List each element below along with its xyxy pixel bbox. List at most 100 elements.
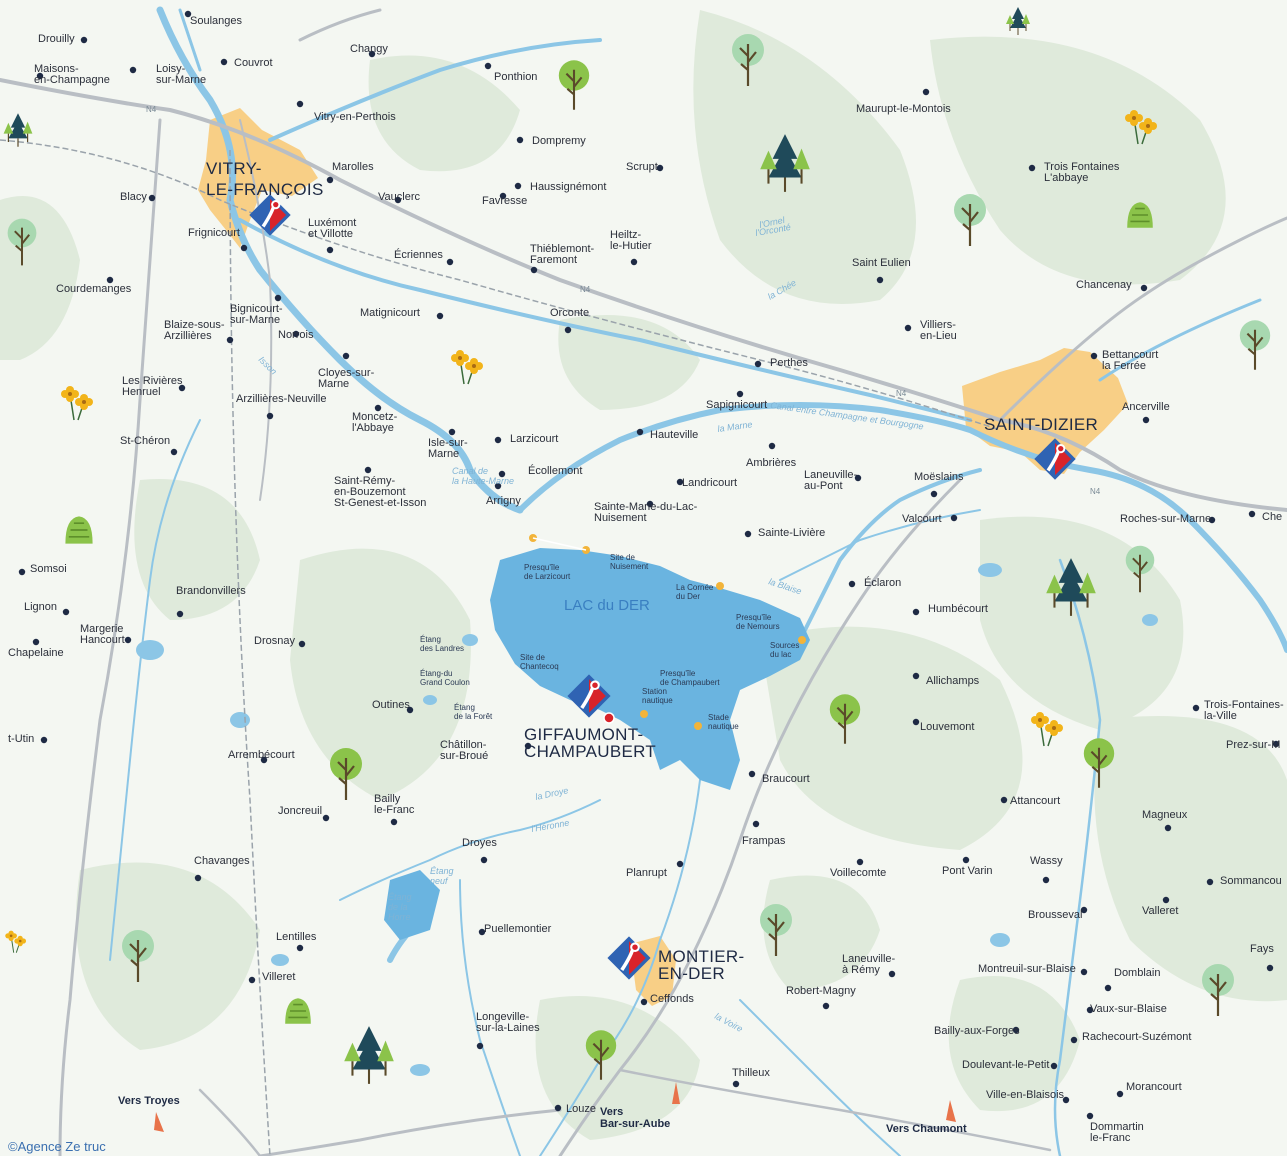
town-dot-frampas[interactable] [752,820,760,828]
town-dot-longeville[interactable] [476,1042,484,1050]
town-dot-thieblemont[interactable] [530,266,538,274]
town-dot-ecriennes[interactable] [446,258,454,266]
town-dot-valleret[interactable] [1162,896,1170,904]
town-dot-couvrot[interactable] [220,58,228,66]
town-dot-ceffonds[interactable] [640,998,648,1006]
town-dot-rachecourt[interactable] [1070,1036,1078,1044]
town-dot-cloyes[interactable] [342,352,350,360]
town-dot-thilleux[interactable] [732,1080,740,1088]
town-dot-matignicourt[interactable] [436,312,444,320]
town-dot-vaux[interactable] [1086,1006,1094,1014]
town-dot-chavanges[interactable] [194,874,202,882]
town-dot-humbecourt[interactable] [912,608,920,616]
town-dot-valcourt[interactable] [950,514,958,522]
town-dot-hauteville[interactable] [636,428,644,436]
town-dot-laneuville-remy[interactable] [888,970,896,978]
town-dot-perthes[interactable] [754,360,762,368]
town-dot-favresse[interactable] [499,192,507,200]
town-dot-vitry-perthois[interactable] [296,100,304,108]
town-dot-courdemanges[interactable] [106,276,114,284]
town-dot-magneux[interactable] [1164,824,1172,832]
town-dot-sapignicourt[interactable] [736,390,744,398]
town-dot-villeret[interactable] [248,976,256,984]
town-dot-bailly-forges[interactable] [1012,1026,1020,1034]
town-dot-voillecomte[interactable] [856,858,864,866]
town-dot-bettancourt[interactable] [1090,352,1098,360]
town-dot-villiers[interactable] [904,324,912,332]
town-dot-frignicourt[interactable] [240,244,248,252]
town-dot-trois-fontaines[interactable] [1028,164,1036,172]
town-dot-doulevant[interactable] [1050,1062,1058,1070]
town-dot-planrupt[interactable] [676,860,684,868]
town-dot-norrois[interactable] [292,330,300,338]
town-dot-laneuville-pont[interactable] [854,474,862,482]
town-dot-joncreuil[interactable] [322,814,330,822]
town-dot-st-cheron[interactable] [170,448,178,456]
town-dot-somsoi[interactable] [18,568,26,576]
town-dot-chapelaine[interactable] [32,638,40,646]
town-dot-drosnay[interactable] [298,640,306,648]
town-dot-robert-magny[interactable] [822,1002,830,1010]
town-dot-scrupt[interactable] [656,164,664,172]
town-dot-louze[interactable] [554,1104,562,1112]
town-dot-bailly-franc[interactable] [390,818,398,826]
town-dot-arzillieres[interactable] [266,412,274,420]
town-dot-montreuil[interactable] [1080,968,1088,976]
town-dot-landricourt[interactable] [676,478,684,486]
town-dot-isle[interactable] [448,428,456,436]
town-dot-lignon[interactable] [62,608,70,616]
town-dot-ponthion[interactable] [484,62,492,70]
town-dot-blacy[interactable] [148,194,156,202]
town-dot-moracourt[interactable] [1116,1090,1124,1098]
town-dot-utin[interactable] [40,736,48,744]
town-dot-ancerville[interactable] [1142,416,1150,424]
town-dot-larzicourt[interactable] [494,436,502,444]
town-dot-brandonvillers[interactable] [176,610,184,618]
town-dot-moncetz[interactable] [374,404,382,412]
town-dot-ste-marie[interactable] [646,500,654,508]
town-dot-arrigny[interactable] [494,482,502,490]
town-dot-fays[interactable] [1266,964,1274,972]
town-dot-attancourt[interactable] [1000,796,1008,804]
town-dot-maisons[interactable] [36,72,44,80]
town-dot-st-eulien[interactable] [876,276,884,284]
town-dot-luxemont[interactable] [326,246,334,254]
town-dot-droyes[interactable] [480,856,488,864]
town-dot-prez[interactable] [1272,740,1280,748]
town-dot-haussignemont[interactable] [514,182,522,190]
town-dot-ambrieres[interactable] [768,442,776,450]
town-dot-vauclerc[interactable] [394,196,402,204]
town-dot-changy[interactable] [368,50,376,58]
town-dot-roches[interactable] [1208,516,1216,524]
town-dot-che[interactable] [1248,510,1256,518]
town-dot-ville-blaisois[interactable] [1062,1096,1070,1104]
town-dot-pont-varin[interactable] [962,856,970,864]
town-dot-loisy[interactable] [129,66,137,74]
town-dot-chancenay[interactable] [1140,284,1148,292]
town-dot-rivieres[interactable] [178,384,186,392]
town-dot-allichamps[interactable] [912,672,920,680]
town-dot-orconte[interactable] [564,326,572,334]
town-dot-blaise-sous[interactable] [226,336,234,344]
town-dot-marolles[interactable] [326,176,334,184]
town-dot-ste-liviere[interactable] [744,530,752,538]
town-dot-soulanges[interactable] [184,10,192,18]
town-dot-margerie[interactable] [124,636,132,644]
town-dot-dompremy[interactable] [516,136,524,144]
town-dot-bignicourt[interactable] [274,294,282,302]
town-dot-sommancourt[interactable] [1206,878,1214,886]
town-dot-braucourt[interactable] [748,770,756,778]
town-dot-heiltz[interactable] [630,258,638,266]
town-dot-st-remy[interactable] [364,466,372,474]
town-dot-drouilly[interactable] [80,36,88,44]
town-dot-maurupt[interactable] [922,88,930,96]
town-dot-trois-fontaines-ville[interactable] [1192,704,1200,712]
town-dot-louvemont[interactable] [912,718,920,726]
town-dot-puellemontier[interactable] [478,928,486,936]
town-dot-outines[interactable] [406,706,414,714]
town-dot-brousseval[interactable] [1080,906,1088,914]
town-dot-lentilles[interactable] [296,944,304,952]
town-dot-moeslains[interactable] [930,490,938,498]
town-dot-wassy[interactable] [1042,876,1050,884]
